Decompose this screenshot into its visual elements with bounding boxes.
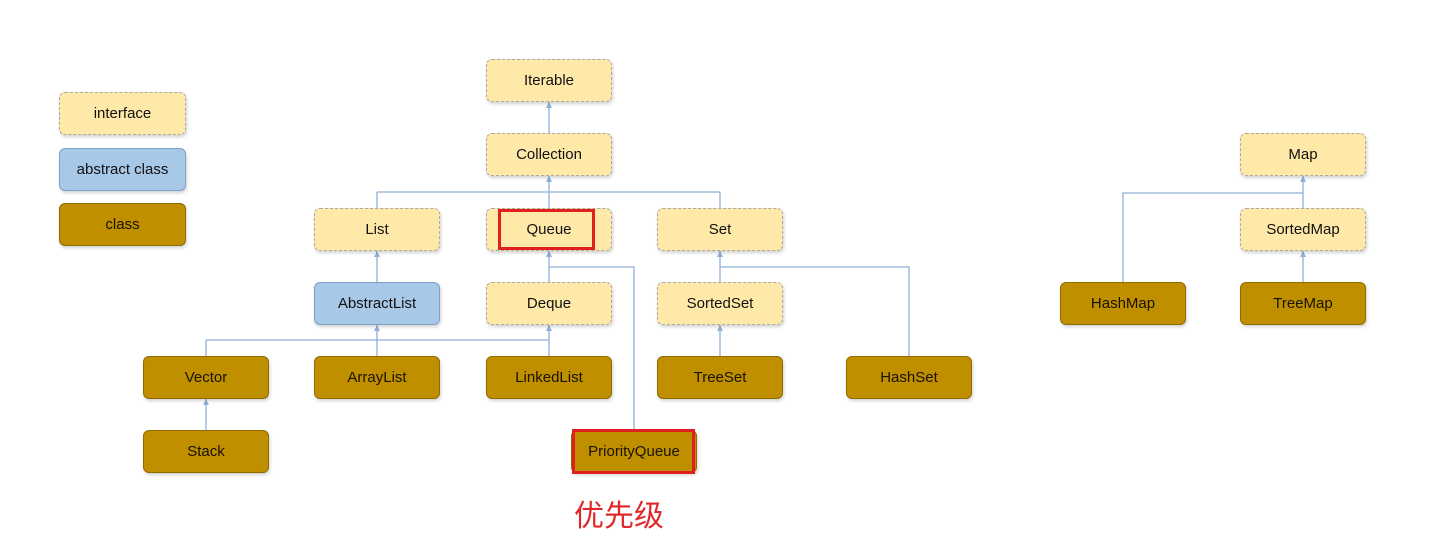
legend-abstract-class: abstract class: [59, 148, 186, 191]
node-sortedmap: SortedMap: [1240, 208, 1366, 251]
node-set: Set: [657, 208, 783, 251]
node-stack: Stack: [143, 430, 269, 473]
legend-class: class: [59, 203, 186, 246]
node-abstractlist: AbstractList: [314, 282, 440, 325]
node-sortedset: SortedSet: [657, 282, 783, 325]
node-treemap: TreeMap: [1240, 282, 1366, 325]
node-queue: Queue: [486, 208, 612, 251]
node-deque: Deque: [486, 282, 612, 325]
node-hashset: HashSet: [846, 356, 972, 399]
node-priorityqueue: PriorityQueue: [571, 430, 697, 473]
node-list: List: [314, 208, 440, 251]
node-treeset: TreeSet: [657, 356, 783, 399]
node-map: Map: [1240, 133, 1366, 176]
priority-annotation: 优先级: [574, 499, 664, 534]
node-arraylist: ArrayList: [314, 356, 440, 399]
node-linkedlist: LinkedList: [486, 356, 612, 399]
node-vector: Vector: [143, 356, 269, 399]
legend-interface: interface: [59, 92, 186, 135]
node-iterable: Iterable: [486, 59, 612, 102]
node-collection: Collection: [486, 133, 612, 176]
node-hashmap: HashMap: [1060, 282, 1186, 325]
